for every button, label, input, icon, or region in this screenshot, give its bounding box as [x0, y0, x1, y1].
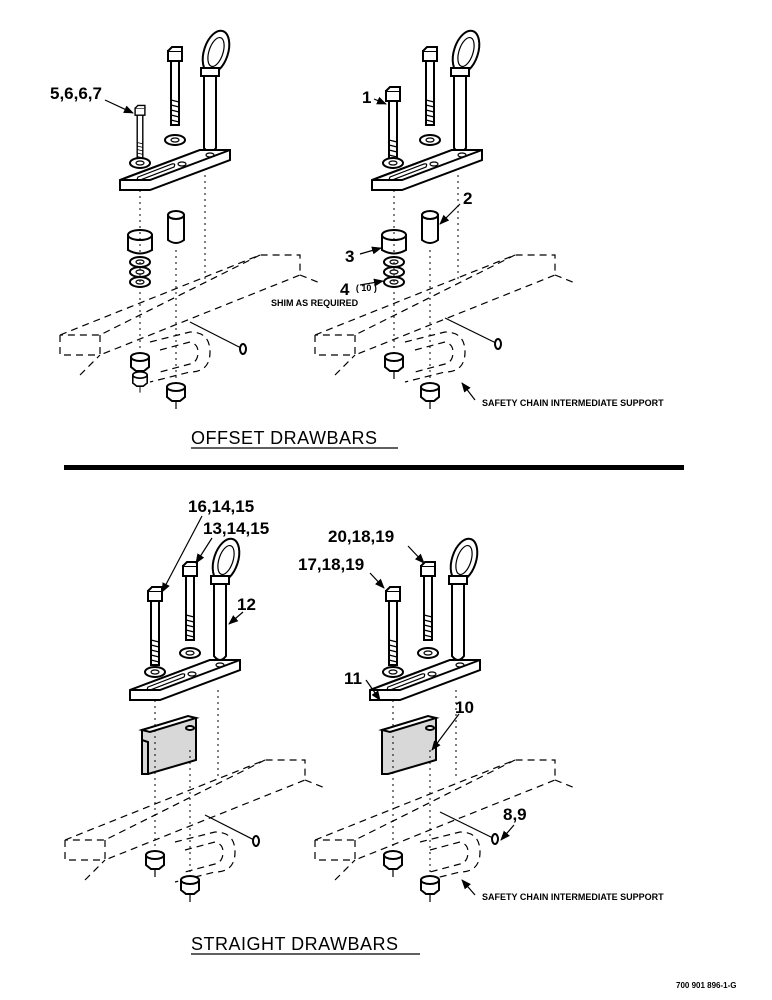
- safety-chain-note-bottom: SAFETY CHAIN INTERMEDIATE SUPPORT: [482, 892, 664, 902]
- callout-20-18-19: 20,18,19: [328, 527, 394, 546]
- callout-1: 1: [362, 88, 371, 107]
- callout-10: 10: [455, 698, 474, 717]
- offset-drawbars-title: OFFSET DRAWBARS: [191, 428, 378, 448]
- callout-12: 12: [237, 595, 256, 614]
- offset-right-assembly: [314, 26, 576, 410]
- shim-note: SHIM AS REQUIRED: [271, 298, 359, 308]
- callout-11: 11: [344, 669, 362, 688]
- callout-17-18-19: 17,18,19: [298, 555, 364, 574]
- section-divider: [64, 465, 684, 470]
- callout-16-14-15: 16,14,15: [188, 497, 254, 516]
- straight-drawbars-title: STRAIGHT DRAWBARS: [191, 934, 399, 954]
- callout-2: 2: [463, 189, 472, 208]
- straight-right-assembly: [314, 534, 576, 903]
- callout-13-14-15: 13,14,15: [203, 519, 269, 538]
- safety-chain-note-top: SAFETY CHAIN INTERMEDIATE SUPPORT: [482, 398, 664, 408]
- callout-4: 4 ( 10 ): [340, 280, 377, 299]
- straight-left-assembly: [64, 534, 326, 903]
- callout-5-6-6-7: 5,6,6,7: [50, 84, 102, 103]
- callout-3: 3: [345, 247, 354, 266]
- callout-8-9: 8,9: [503, 805, 527, 824]
- offset-left-assembly: [59, 26, 321, 410]
- figure-code: 700 901 896-1-G: [676, 981, 737, 990]
